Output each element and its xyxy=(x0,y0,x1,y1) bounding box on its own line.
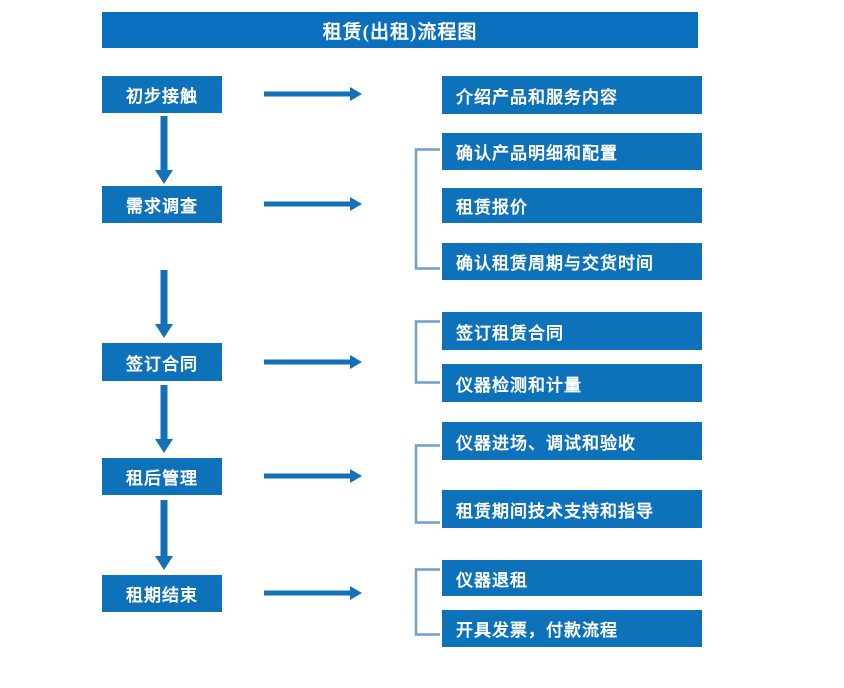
down-arrow-icon xyxy=(147,385,181,453)
right-arrow-icon xyxy=(264,465,362,487)
bracket-icon xyxy=(414,568,440,636)
down-arrow-icon xyxy=(147,270,181,338)
detail-box-2-1[interactable]: 确认产品明细和配置 xyxy=(442,133,702,170)
right-arrow-icon xyxy=(264,83,362,105)
detail-box-4-2[interactable]: 租赁期间技术支持和指导 xyxy=(442,490,702,528)
bracket-icon xyxy=(414,320,440,384)
stage-box-3[interactable]: 签订合同 xyxy=(102,343,222,381)
detail-box-2-3[interactable]: 确认租赁周期与交货时间 xyxy=(442,243,702,280)
detail-box-3-1[interactable]: 签订租赁合同 xyxy=(442,312,702,350)
detail-box-5-1[interactable]: 仪器退租 xyxy=(442,560,702,596)
stage-box-5[interactable]: 租期结束 xyxy=(102,575,222,612)
bracket-icon xyxy=(414,444,440,524)
right-arrow-icon xyxy=(264,351,362,373)
stage-box-4[interactable]: 租后管理 xyxy=(102,458,222,495)
stage-box-2[interactable]: 需求调查 xyxy=(102,186,222,223)
detail-box-2-2[interactable]: 租赁报价 xyxy=(442,188,702,223)
detail-box-3-2[interactable]: 仪器检测和计量 xyxy=(442,364,702,402)
stage-box-1[interactable]: 初步接触 xyxy=(102,76,222,113)
bracket-icon xyxy=(414,148,440,270)
down-arrow-icon xyxy=(147,116,181,184)
detail-box-1-1[interactable]: 介绍产品和服务内容 xyxy=(442,76,702,114)
right-arrow-icon xyxy=(264,193,362,215)
detail-box-5-2[interactable]: 开具发票，付款流程 xyxy=(442,610,702,647)
detail-box-4-1[interactable]: 仪器进场、调试和验收 xyxy=(442,422,702,460)
right-arrow-icon xyxy=(264,582,362,604)
down-arrow-icon xyxy=(147,500,181,570)
page-title: 租赁(出租)流程图 xyxy=(102,12,698,48)
